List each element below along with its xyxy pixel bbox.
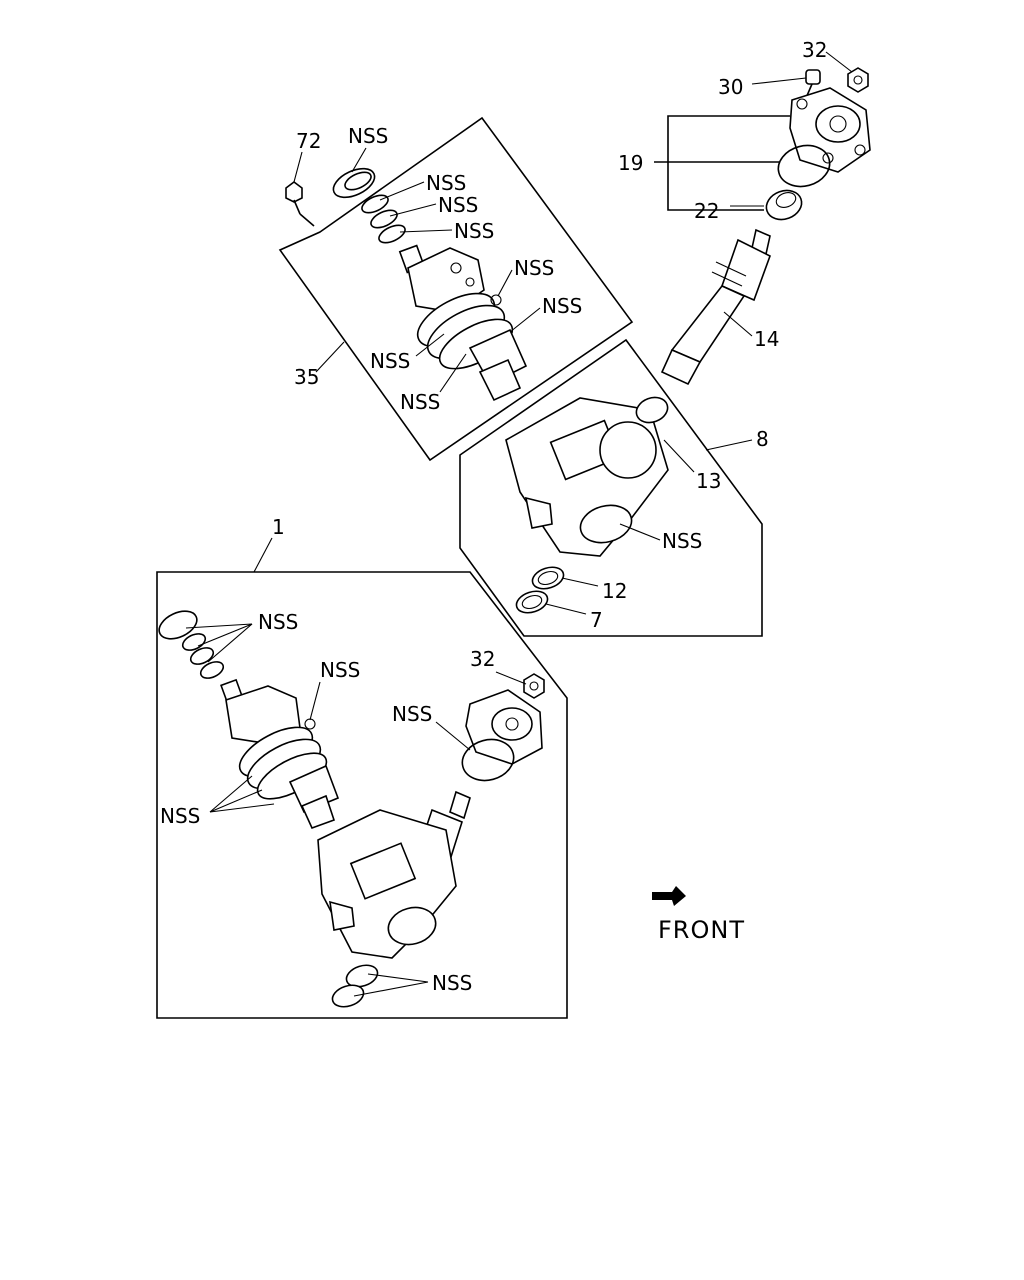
callouts: 72 NSS NSS NSS NSS NSS NSS NSS NSS 35 32… — [160, 38, 827, 995]
front-label: FRONT — [658, 916, 745, 944]
pin — [490, 294, 502, 306]
callout-72: 72 — [296, 129, 321, 153]
group-1-frame — [156, 571, 568, 1019]
front-arrow-icon — [652, 886, 686, 906]
callout-nss-washer-1: NSS — [426, 171, 466, 195]
callout-14: 14 — [754, 327, 779, 351]
kit-housing — [317, 809, 457, 959]
kit-seals — [158, 610, 225, 679]
front-indicator: FRONT — [652, 886, 745, 944]
callout-nss-kit-oring: NSS — [392, 702, 432, 726]
bolt-72 — [285, 181, 315, 227]
callout-19: 19 — [618, 151, 643, 175]
seal-7 — [515, 590, 549, 614]
callout-nss-seal-top: NSS — [348, 124, 388, 148]
kit-o-ring — [461, 738, 515, 782]
callout-32-kit: 32 — [470, 647, 495, 671]
kit-cover — [465, 689, 543, 765]
kit-nut-32 — [523, 673, 545, 699]
group-8-housing — [459, 338, 763, 637]
callout-nss-kit-seals: NSS — [258, 610, 298, 634]
callout-nss-washer-2: NSS — [438, 193, 478, 217]
callout-13: 13 — [696, 469, 721, 493]
cover-assembly-19 — [654, 67, 871, 221]
kit-bottom-seals — [331, 964, 379, 1008]
callout-nss-kit-bottom: NSS — [432, 971, 472, 995]
callout-nss-pin: NSS — [514, 256, 554, 280]
group-35-frame — [278, 116, 634, 462]
callout-35: 35 — [294, 365, 319, 389]
callout-30: 30 — [718, 75, 743, 99]
seal-top — [332, 167, 376, 199]
nut-32-top — [847, 67, 869, 93]
kit-valve-body — [220, 678, 340, 830]
callout-7: 7 — [590, 608, 603, 632]
callout-1: 1 — [272, 515, 285, 539]
callout-nss-kit-valve: NSS — [160, 804, 200, 828]
callout-22: 22 — [694, 199, 719, 223]
callout-nss-washer-3: NSS — [454, 219, 494, 243]
callout-nss-ring: NSS — [542, 294, 582, 318]
callout-8: 8 — [756, 427, 769, 451]
sector-shaft-14 — [660, 228, 771, 386]
callout-32-top: 32 — [802, 38, 827, 62]
group-8-frame — [459, 338, 763, 637]
callout-nss-housing: NSS — [662, 529, 702, 553]
bearing-13 — [635, 396, 669, 424]
group-1-kit — [156, 571, 568, 1019]
cover-plate — [789, 87, 871, 173]
callout-nss-kit-pin: NSS — [320, 658, 360, 682]
callout-nss-valve-1: NSS — [370, 349, 410, 373]
gear-housing — [505, 396, 669, 557]
valve-body — [398, 244, 528, 402]
leader-lines — [185, 51, 853, 997]
callout-nss-valve-2: NSS — [400, 390, 440, 414]
kit-pin — [304, 718, 316, 730]
seal-12 — [531, 566, 565, 590]
bearing-22 — [765, 189, 803, 221]
o-ring-19 — [777, 144, 831, 188]
callout-12: 12 — [602, 579, 627, 603]
